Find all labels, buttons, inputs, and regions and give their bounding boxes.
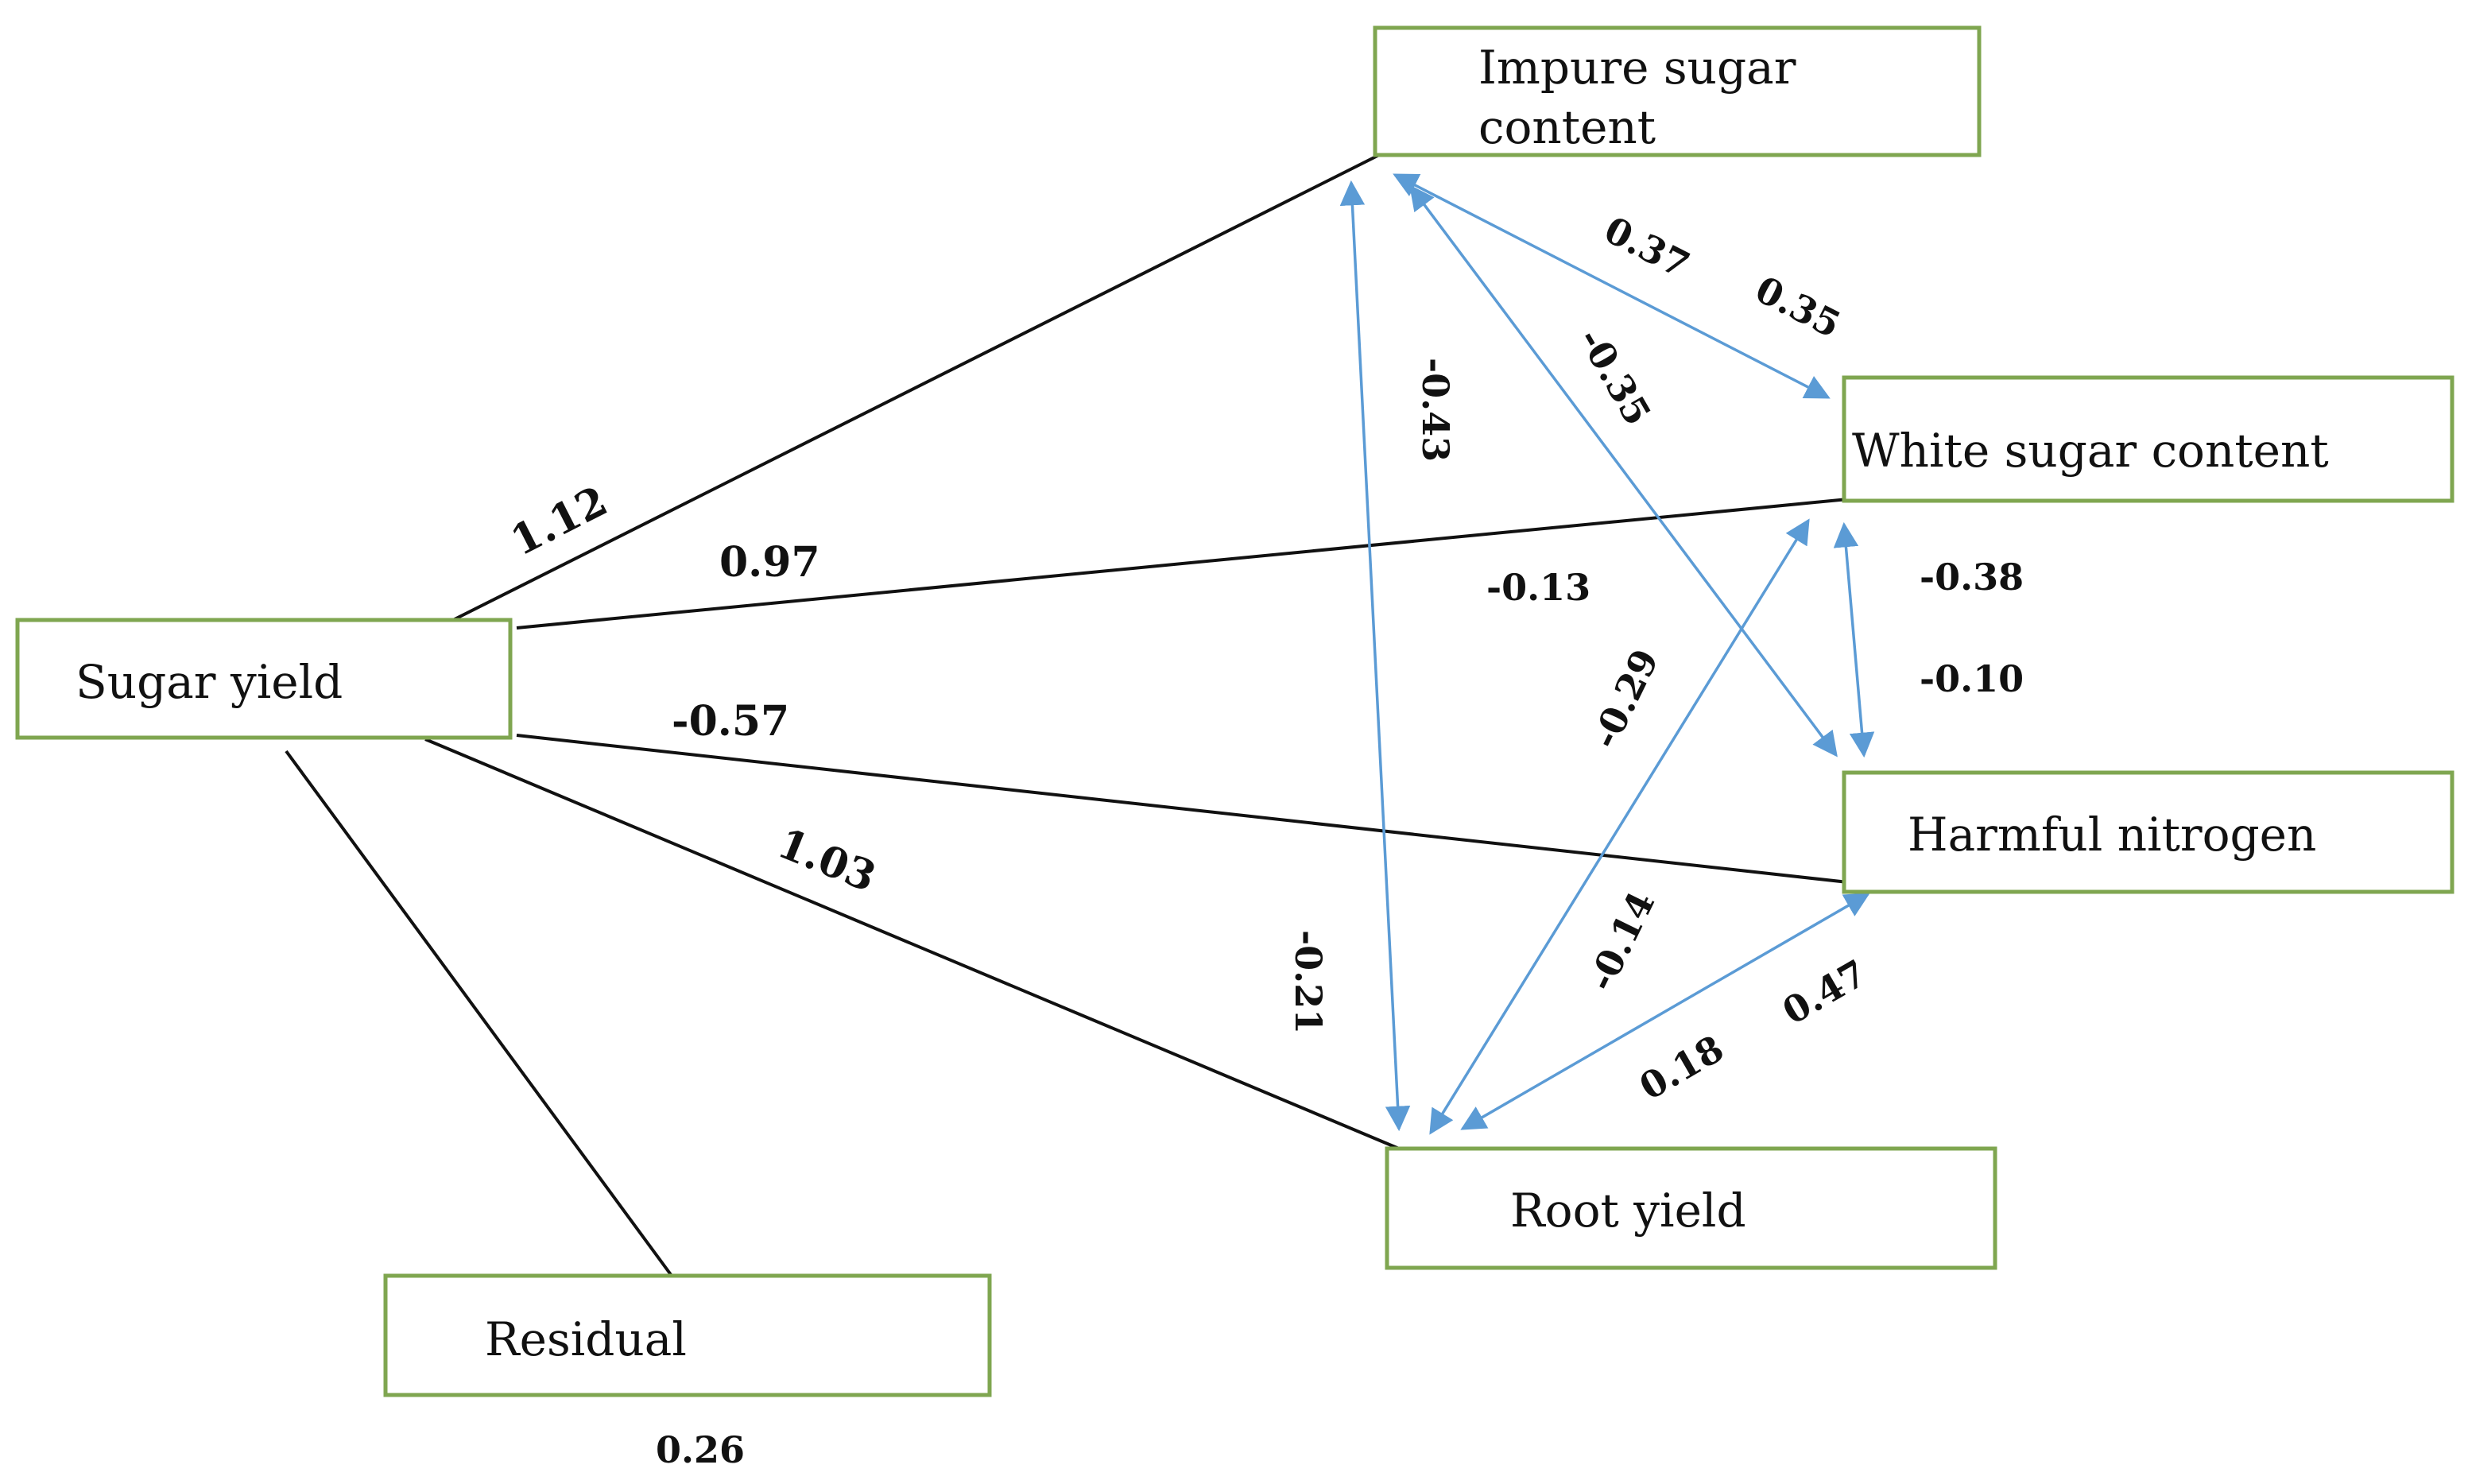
path-sugar-to-impure <box>452 153 1380 622</box>
node-white-label: White sugar content <box>1852 424 2329 478</box>
arrow-white-nitrogen <box>1833 521 1875 758</box>
node-root-yield: Root yield <box>1385 1146 1997 1270</box>
node-impure-sugar-content: Impure sugar content <box>1373 25 1982 157</box>
node-impure-line2: content <box>1478 100 1656 154</box>
corr-impure-white-a: 0.37 <box>1598 208 1696 287</box>
coef-sugar-impure: 1.12 <box>503 477 615 566</box>
corr-root-nitrogen-a: 0.18 <box>1633 1027 1731 1109</box>
node-sugar-yield: Sugar yield <box>15 618 513 740</box>
arrow-root-white <box>1429 518 1810 1135</box>
corr-root-impure: -0.21 <box>1287 930 1330 1034</box>
corr-white-mid: -0.13 <box>1486 566 1590 609</box>
corr-root-white-b: -0.14 <box>1579 885 1663 998</box>
corr-impure-root: -0.43 <box>1414 358 1457 462</box>
coef-sugar-white: 0.97 <box>719 538 820 587</box>
arrow-impure-root <box>1339 180 1411 1132</box>
node-residual: Residual <box>383 1273 992 1397</box>
coef-sugar-root: 1.03 <box>771 819 882 901</box>
residual-value: 0.26 <box>656 1428 745 1471</box>
path-sugar-to-root <box>424 738 1400 1150</box>
corr-root-white-a: -0.29 <box>1583 642 1667 755</box>
node-impure-line1: Impure sugar <box>1478 41 1796 95</box>
corr-root-nitrogen-b: 0.47 <box>1776 951 1874 1033</box>
node-residual-label: Residual <box>485 1312 687 1366</box>
corr-impure-white-b: 0.35 <box>1749 268 1847 347</box>
node-white-sugar-content: White sugar content <box>1842 375 2454 503</box>
node-harmful-nitrogen: Harmful nitrogen <box>1842 770 2454 894</box>
path-sugar-to-residual <box>285 750 673 1277</box>
node-nitrogen-label: Harmful nitrogen <box>1908 808 2316 862</box>
corr-white-nitrogen-a: -0.38 <box>1920 556 2024 599</box>
path-sugar-to-white <box>516 498 1849 630</box>
coef-sugar-nitrogen: -0.57 <box>672 697 789 746</box>
corr-white-nitrogen-b: -0.10 <box>1920 657 2024 700</box>
node-sugar-label: Sugar yield <box>76 655 343 709</box>
arrow-root-nitrogen <box>1460 893 1870 1130</box>
node-root-label: Root yield <box>1510 1184 1746 1238</box>
